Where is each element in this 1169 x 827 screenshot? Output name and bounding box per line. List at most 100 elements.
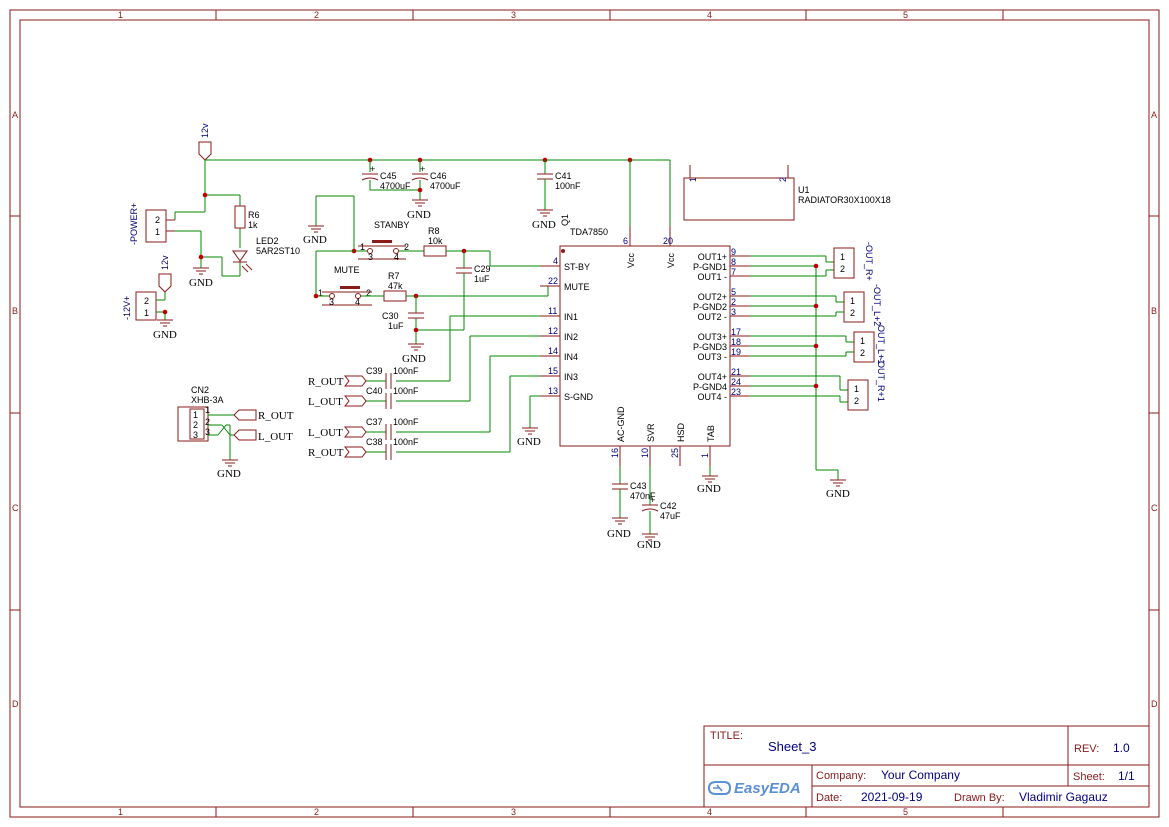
svg-text:R6: R6 <box>248 210 260 220</box>
svg-text:GND: GND <box>637 539 661 551</box>
svg-text:-OUT_R+1: -OUT_R+1 <box>876 358 886 402</box>
output-connector-4[interactable]: 1 2 -OUT_R+1 <box>847 358 886 411</box>
capacitor-c38[interactable]: C38 100nF <box>366 437 419 460</box>
svg-text:EasyEDA: EasyEDA <box>734 780 801 797</box>
radiator-u1[interactable]: 1 2 U1 RADIATOR30X100X18 <box>683 165 891 221</box>
svg-text:P-GND3: P-GND3 <box>693 342 727 352</box>
svg-text:9: 9 <box>731 247 736 257</box>
capacitor-c41[interactable]: C41 100nF <box>537 160 581 210</box>
power-flag-12v[interactable]: 12v <box>198 123 212 161</box>
svg-text:GND: GND <box>697 483 721 495</box>
svg-text:21: 21 <box>731 367 741 377</box>
resistor-r7[interactable]: R7 47k <box>383 271 407 302</box>
capacitor-c46[interactable]: + C46 4700uF <box>411 160 461 200</box>
ruler-labels: 1 2 3 4 5 1 2 3 4 5 A B C D A B C D <box>12 10 1158 817</box>
net-flag-r-out[interactable]: R_OUT <box>308 446 367 459</box>
svg-text:MUTE: MUTE <box>334 265 360 275</box>
net-flag-r-out[interactable]: R_OUT <box>308 375 367 388</box>
net-flag-l-out[interactable]: L_OUT <box>308 395 367 408</box>
output-connector-3[interactable]: 1 2 -OUT_L+1 <box>853 322 886 364</box>
svg-text:IN3: IN3 <box>564 372 578 382</box>
output-connector-2[interactable]: 1 2 -OUT_L+2 <box>843 284 882 326</box>
svg-text:12v: 12v <box>160 255 170 270</box>
svg-text:P-GND4: P-GND4 <box>693 382 727 392</box>
resistor-r6[interactable]: R6 1k <box>234 205 260 230</box>
svg-text:XHB-3A: XHB-3A <box>191 395 224 405</box>
svg-text:6: 6 <box>623 236 628 246</box>
svg-text:C38: C38 <box>366 437 383 447</box>
svg-text:R7: R7 <box>388 271 400 281</box>
capacitor-c42[interactable]: + C42 47uF <box>641 466 681 534</box>
date-value: 2021-09-19 <box>861 790 923 804</box>
gnd-symbol: GND <box>402 343 426 365</box>
capacitor-c45[interactable]: + C45 4700uF <box>361 160 411 191</box>
svg-text:2: 2 <box>731 297 736 307</box>
sheet-value: 1/1 <box>1118 769 1135 783</box>
svg-text:CN2: CN2 <box>191 385 209 395</box>
net-flag-l-out[interactable]: L_OUT <box>233 429 293 443</box>
svg-text:OUT3 -: OUT3 - <box>697 352 727 362</box>
svg-text:1: 1 <box>144 308 149 318</box>
power-flag-12v-neg[interactable]: 12v <box>158 255 172 293</box>
switch-stanby[interactable]: STANBY 1 2 3 4 <box>358 220 409 262</box>
svg-text:OUT2 -: OUT2 - <box>697 312 727 322</box>
svg-text:1: 1 <box>318 288 323 298</box>
input-wires <box>366 315 540 453</box>
svg-text:C42: C42 <box>660 501 677 511</box>
output-connector-1[interactable]: 1 2 -OUT_R+ <box>833 242 874 281</box>
capacitor-c30[interactable]: C30 1uF <box>382 296 424 344</box>
svg-text:3: 3 <box>368 252 373 262</box>
svg-text:C29: C29 <box>474 264 491 274</box>
v12-connector[interactable]: 2 1 -12V+ <box>122 291 157 321</box>
junction-dot <box>198 254 204 260</box>
svg-text:GND: GND <box>826 488 850 500</box>
capacitor-c29[interactable]: C29 1uF <box>456 251 491 310</box>
drawn-label: Drawn By: <box>954 792 1005 804</box>
svg-text:20: 20 <box>663 236 673 246</box>
inner-frame <box>19 19 1150 808</box>
led-led2[interactable]: LED2 5AR2ST10 <box>232 236 300 273</box>
rev-value: 1.0 <box>1113 741 1130 755</box>
ic-bottom-pins: AC-GND SVR HSD TAB 16 10 25 1 <box>610 406 716 466</box>
svg-text:IN2: IN2 <box>564 332 578 342</box>
svg-text:47uF: 47uF <box>660 511 681 521</box>
svg-text:4700uF: 4700uF <box>380 181 411 191</box>
svg-text:2: 2 <box>155 215 160 225</box>
svg-text:7: 7 <box>731 267 736 277</box>
svg-text:C37: C37 <box>366 417 383 427</box>
svg-text:1: 1 <box>860 336 865 346</box>
svg-text:19: 19 <box>731 347 741 357</box>
capacitor-c37[interactable]: C37 100nF <box>366 417 419 440</box>
svg-text:R_OUT: R_OUT <box>308 376 344 388</box>
net-flag-l-out[interactable]: L_OUT <box>308 426 367 439</box>
svg-text:HSD: HSD <box>676 422 686 442</box>
net-flag-r-out[interactable]: R_OUT <box>233 409 294 422</box>
svg-text:1: 1 <box>205 405 210 415</box>
svg-text:470nF: 470nF <box>630 491 656 501</box>
svg-text:10: 10 <box>640 448 650 458</box>
power-wires <box>174 159 670 277</box>
capacitor-c39[interactable]: C39 100nF <box>366 366 419 389</box>
capacitor-c43[interactable]: C43 470nF <box>612 466 656 518</box>
svg-text:OUT1 -: OUT1 - <box>697 272 727 282</box>
capacitor-c40[interactable]: C40 100nF <box>366 386 419 409</box>
svg-text:IN1: IN1 <box>564 312 578 322</box>
svg-text:24: 24 <box>731 377 741 387</box>
power-connector[interactable]: 2 1 -POWER+ <box>129 203 175 245</box>
resistor-r8[interactable]: R8 10k <box>423 226 447 257</box>
company-value: Your Company <box>881 768 960 782</box>
col-label: 4 <box>707 10 712 20</box>
svg-text:2: 2 <box>860 348 865 358</box>
svg-text:C40: C40 <box>366 386 383 396</box>
connector-cn2[interactable]: CN2 XHB-3A 1 2 3 1 2 3 <box>177 385 224 442</box>
switch-mute[interactable]: MUTE 1 2 3 4 <box>318 265 372 307</box>
ic-left-pins: 4 ST-BY 22 MUTE 11 IN1 12 IN2 14 IN4 15 … <box>540 256 594 402</box>
svg-text:P-GND1: P-GND1 <box>693 262 727 272</box>
row-label: A <box>12 110 18 120</box>
svg-text:R_OUT: R_OUT <box>308 447 344 459</box>
svg-text:AC-GND: AC-GND <box>616 406 626 442</box>
svg-text:IN4: IN4 <box>564 352 578 362</box>
ic-q1-tda7850[interactable]: Q1 TDA7850 <box>559 214 731 447</box>
svg-text:P-GND2: P-GND2 <box>693 302 727 312</box>
